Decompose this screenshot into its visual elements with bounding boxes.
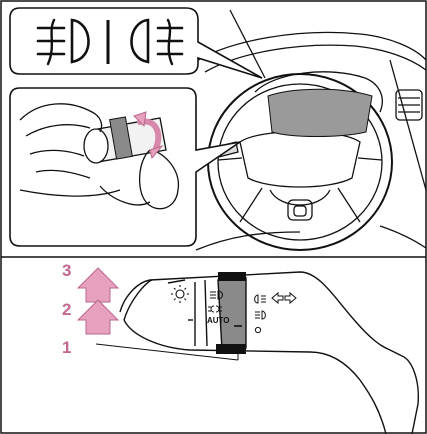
fog-icon-callout — [10, 8, 262, 78]
front-fog-small-icon — [255, 311, 265, 319]
position-arrow-3 — [78, 268, 118, 302]
off-position-icon — [255, 327, 260, 332]
position-arrow-2 — [78, 300, 118, 334]
rear-fog-small-icon — [255, 295, 266, 303]
position-label-2: 2 — [62, 300, 71, 319]
fog-switch-ring — [218, 278, 246, 350]
sun-icon — [171, 285, 189, 303]
ring-top — [218, 272, 246, 281]
lever-body — [120, 272, 418, 434]
inset-panel — [10, 88, 240, 246]
turn-signal-icon — [272, 293, 296, 303]
instrument-display — [268, 89, 372, 136]
position-label-1: 1 — [62, 338, 71, 357]
position-label-3: 3 — [62, 261, 71, 280]
ring-base — [216, 344, 246, 354]
auto-label: AUTO — [207, 316, 230, 325]
